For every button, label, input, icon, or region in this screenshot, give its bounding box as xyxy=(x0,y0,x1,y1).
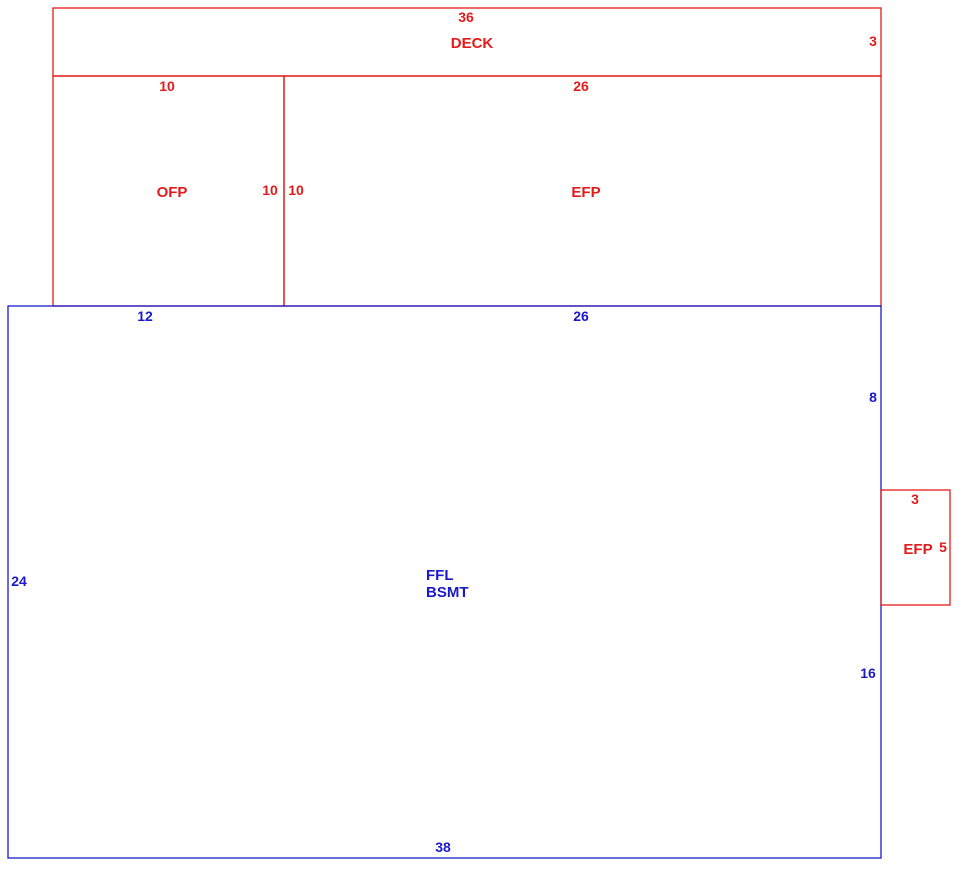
main-dim-top-left: 12 xyxy=(137,308,153,324)
deck-area: DECK 36 3 xyxy=(52,7,882,77)
deck-dim-top: 36 xyxy=(458,9,474,25)
ofp-area: OFP 10 10 xyxy=(52,75,285,307)
efp-side-dim-top: 3 xyxy=(911,491,919,507)
ofp-dim-right: 10 xyxy=(262,182,278,198)
efp-rear-dim-left: 10 xyxy=(288,182,304,198)
efp-side-area: EFP 3 5 xyxy=(880,489,951,606)
main-living-area: FFL BSMT 12 26 24 38 8 16 xyxy=(7,305,882,859)
main-dim-bottom: 38 xyxy=(435,839,451,855)
deck-label: DECK xyxy=(451,35,494,52)
main-area-label-ffl: FFL xyxy=(426,567,454,584)
efp-side-outline xyxy=(880,489,951,606)
efp-side-dim-right: 5 xyxy=(939,539,947,555)
efp-rear-area: EFP 26 10 xyxy=(283,75,882,307)
main-dim-left: 24 xyxy=(11,573,27,589)
main-dim-right-upper: 8 xyxy=(869,389,877,405)
ofp-dim-top: 10 xyxy=(159,78,175,94)
ofp-label: OFP xyxy=(157,184,188,201)
efp-rear-label: EFP xyxy=(571,184,600,201)
main-dim-right-lower: 16 xyxy=(860,665,876,681)
main-dim-top-right: 26 xyxy=(573,308,589,324)
efp-rear-dim-top: 26 xyxy=(573,78,589,94)
efp-side-label: EFP xyxy=(903,541,932,558)
deck-dim-right: 3 xyxy=(869,33,877,49)
main-area-label-bsmt: BSMT xyxy=(426,584,469,601)
